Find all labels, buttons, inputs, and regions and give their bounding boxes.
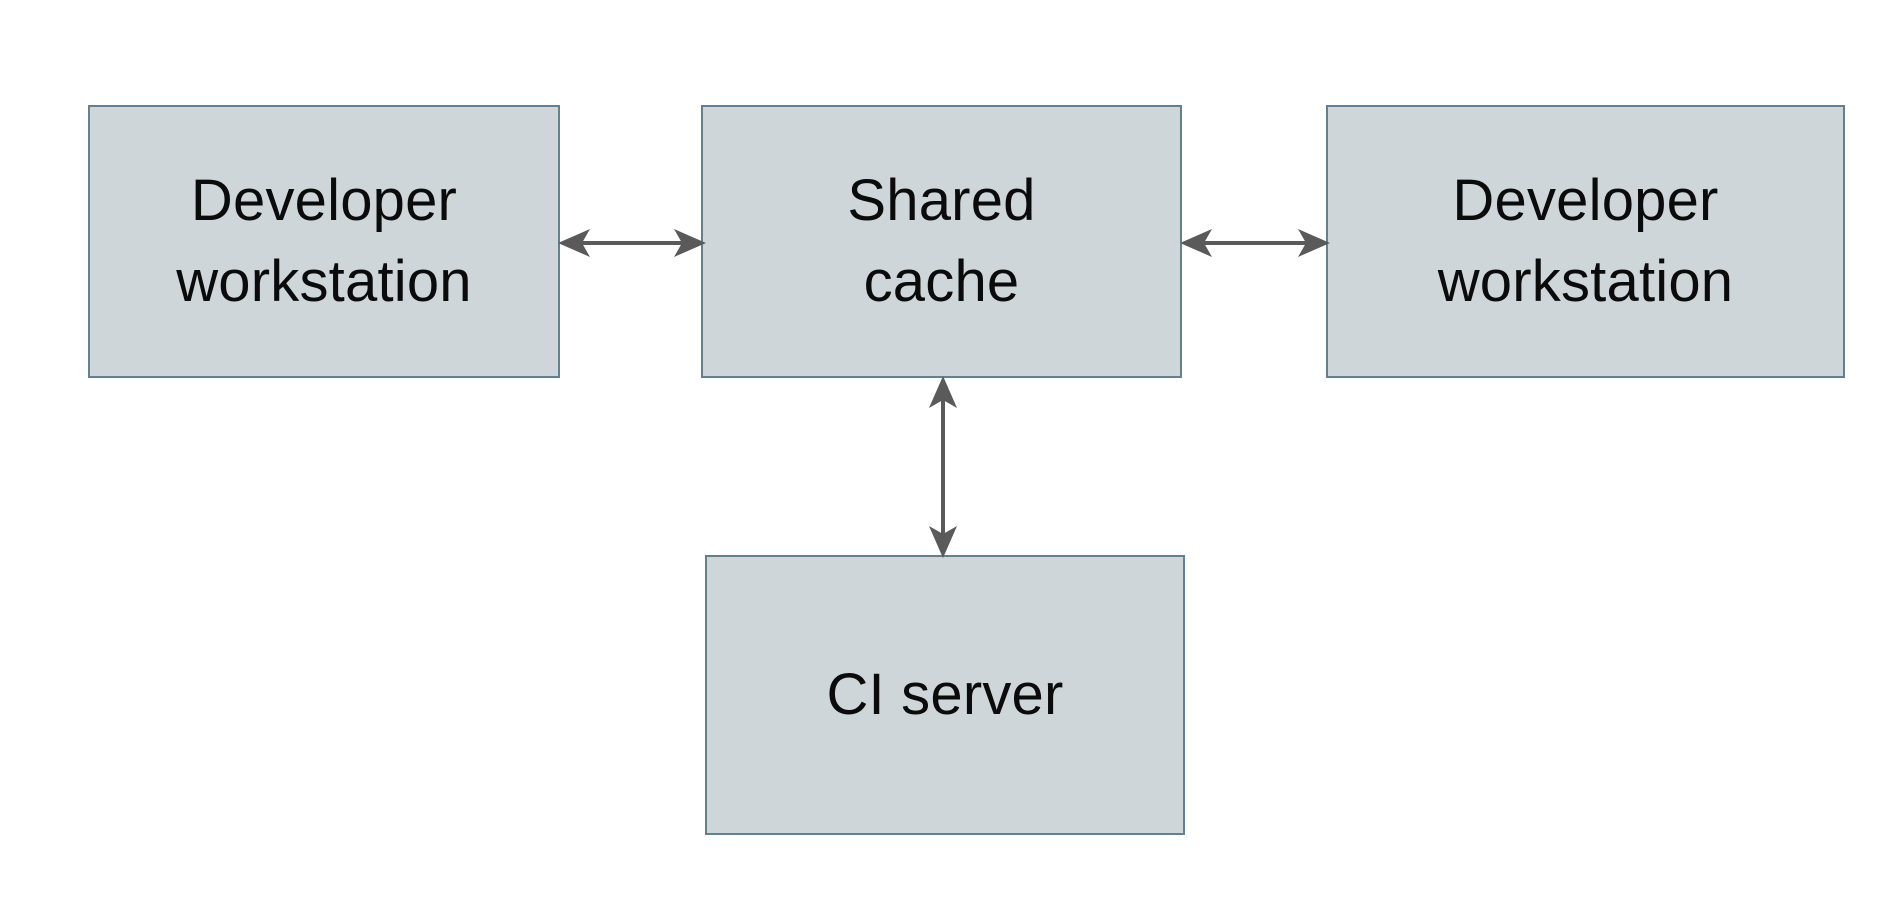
node-label: Shared cache — [847, 168, 1036, 314]
edge-developer-workstation-left-to-shared-cache — [556, 212, 708, 274]
edge-shared-cache-to-developer-workstation-right — [1178, 212, 1332, 274]
node-label: Developer workstation — [176, 168, 472, 314]
node-ci-server[interactable]: CI server — [705, 555, 1185, 835]
node-shared-cache[interactable]: Shared cache — [701, 105, 1182, 378]
double-arrow-horizontal-icon — [558, 229, 706, 257]
node-developer-workstation-left[interactable]: Developer workstation — [88, 105, 560, 378]
edge-shared-cache-to-ci-server — [912, 374, 974, 560]
double-arrow-vertical-icon — [929, 376, 957, 558]
node-label: Developer workstation — [1437, 168, 1734, 314]
node-label: CI server — [826, 661, 1064, 727]
double-arrow-horizontal-icon — [1180, 229, 1330, 257]
node-developer-workstation-right[interactable]: Developer workstation — [1326, 105, 1845, 378]
